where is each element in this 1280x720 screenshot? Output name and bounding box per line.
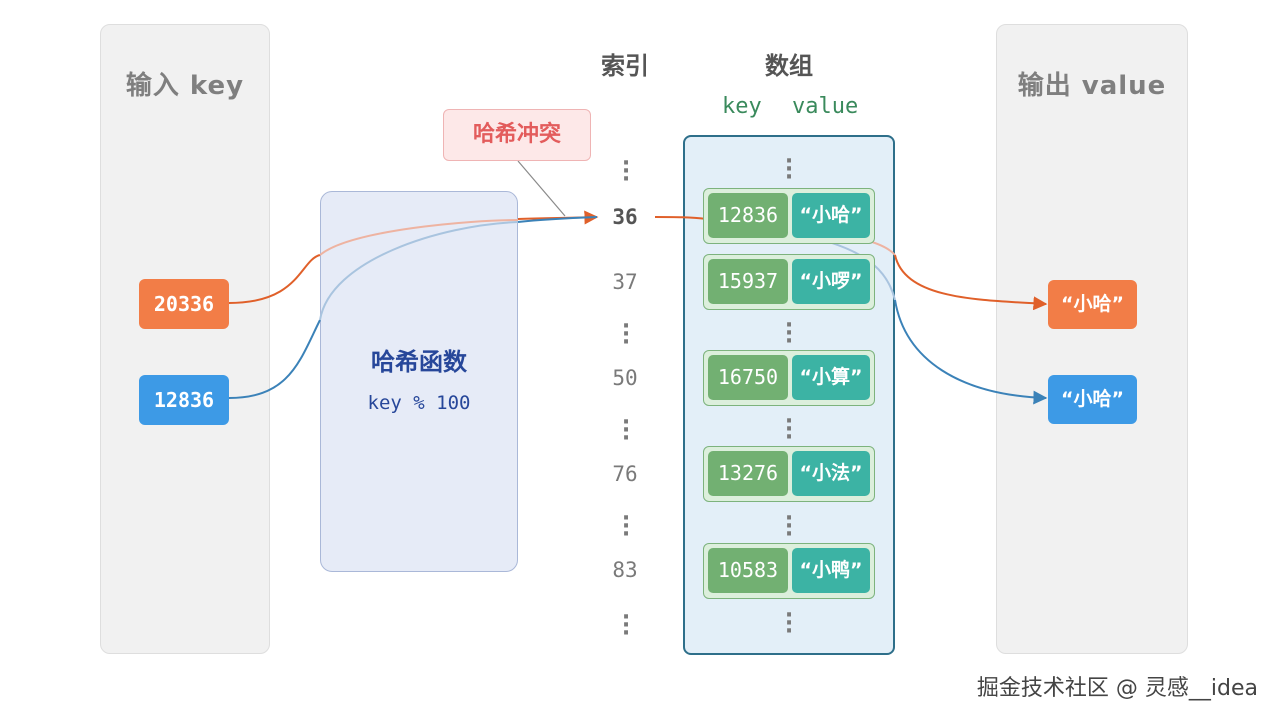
output-value-blue: “小哈” [1048, 375, 1137, 424]
hash-function-name: 哈希函数 [371, 348, 467, 376]
bucket-key: 16750 [708, 355, 788, 400]
index-37: 37 [612, 270, 638, 294]
bucket-value: “小法” [792, 451, 870, 496]
index-50: 50 [612, 366, 638, 390]
index-to-bucket-edge [654, 216, 708, 220]
bucket-key: 10583 [708, 548, 788, 593]
bucket-row: 16750 “小算” [703, 350, 875, 406]
blue-output-edge [894, 299, 1048, 405]
index-83: 83 [612, 558, 638, 582]
bucket-value: “小算” [792, 355, 870, 400]
hash-function-box: 哈希函数 key % 100 [320, 191, 518, 572]
bucket-row: 10583 “小鸭” [703, 543, 875, 599]
bucket-key: 12836 [708, 193, 788, 238]
input-key-blue: 12836 [139, 375, 229, 425]
orange-output-edge [894, 254, 1048, 311]
collision-label: 哈希冲突 [443, 109, 591, 161]
index-column-title: 索引 [601, 52, 649, 80]
bucket-key: 13276 [708, 451, 788, 496]
output-panel-title: 输出 value [1017, 71, 1167, 101]
value-header: value [792, 94, 859, 119]
array-ellipsis-top: ··· [784, 149, 794, 190]
bucket-value: “小啰” [792, 259, 870, 304]
bucket-row: 15937 “小啰” [703, 254, 875, 310]
orange-inner-edge [319, 219, 519, 256]
output-value-orange: “小哈” [1048, 280, 1137, 329]
index-ellipsis-bottom: ··· [621, 605, 631, 646]
bucket-row: 13276 “小法” [703, 446, 875, 502]
bucket-row: 12836 “小哈” [703, 188, 875, 244]
array-ellipsis: ··· [784, 506, 794, 547]
index-ellipsis: ··· [621, 506, 631, 547]
blue-input-edge [228, 319, 321, 399]
array-column-title: 数组 [765, 52, 813, 80]
hash-function-formula: key % 100 [367, 392, 471, 414]
input-panel-title: 输入 key [125, 71, 245, 101]
output-panel: 输出 value [996, 24, 1188, 654]
index-ellipsis: ··· [621, 314, 631, 355]
blue-inner-edge [319, 221, 519, 321]
index-76: 76 [612, 462, 638, 486]
bucket-value: “小哈” [792, 193, 870, 238]
array-ellipsis-bottom: ··· [784, 603, 794, 644]
input-panel: 输入 key [100, 24, 270, 654]
array-ellipsis: ··· [784, 409, 794, 450]
bucket-value: “小鸭” [792, 548, 870, 593]
index-ellipsis-top: ··· [621, 151, 631, 192]
index-ellipsis: ··· [621, 410, 631, 451]
collision-pointer-line [517, 160, 566, 217]
index-36: 36 [612, 205, 638, 229]
bucket-key: 15937 [708, 259, 788, 304]
array-ellipsis: ··· [784, 313, 794, 354]
input-key-orange: 20336 [139, 279, 229, 329]
key-header: key [722, 94, 762, 119]
watermark: 掘金技术社区 @ 灵感__idea [976, 676, 1258, 701]
orange-input-edge [228, 254, 321, 304]
blue-to-index-edge [517, 216, 598, 223]
